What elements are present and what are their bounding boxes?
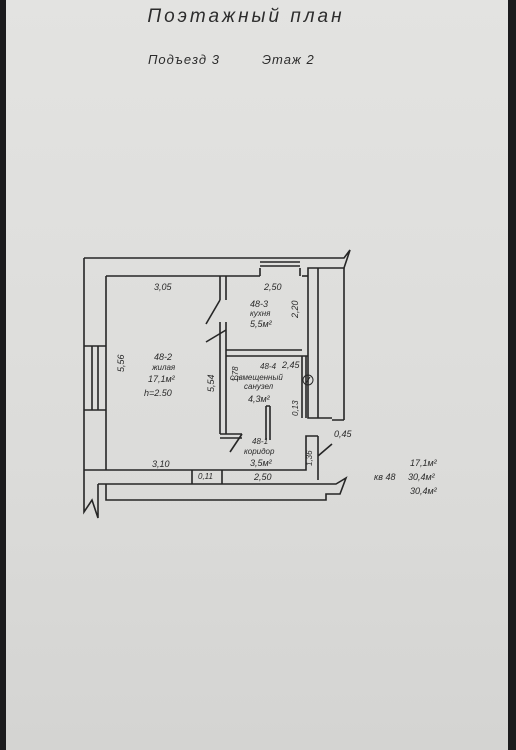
- dim-wall-gap: 0,11: [198, 472, 213, 481]
- room-corridor-name: коридор: [244, 447, 275, 456]
- dim-living-bottom: 3,10: [152, 459, 170, 469]
- plan-title: Поэтажный план: [147, 6, 345, 27]
- room-bath-id: 48-4: [260, 362, 277, 371]
- plan-sheet: Поэтажный план Подъезд 3 Этаж 2: [6, 0, 508, 750]
- room-corridor-id: 48-1: [252, 437, 268, 446]
- summary-apt-label: кв 48: [374, 472, 395, 482]
- floor-plan: 3,05 2,50 2,20 5,56 5,54 2,45 1,78 0,13 …: [83, 249, 438, 519]
- room-kitchen-id: 48-3: [250, 299, 268, 309]
- floor-label: Этаж 2: [262, 52, 315, 67]
- summary-living-area: 17,1м²: [410, 458, 438, 468]
- entrance-label: Подъезд 3: [148, 52, 220, 67]
- room-living-id: 48-2: [154, 352, 172, 362]
- dim-bath-top: 2,45: [281, 360, 301, 370]
- room-kitchen-area: 5,5м²: [250, 319, 273, 329]
- room-bath-name2: санузел: [244, 382, 274, 391]
- room-living-area: 17,1м²: [148, 374, 176, 384]
- room-bath-name: совмещенный: [230, 373, 283, 382]
- dim-corridor-side: 1,36: [305, 450, 314, 466]
- dim-living-left: 5,56: [116, 354, 126, 372]
- dim-bath-small: 0,13: [291, 400, 300, 416]
- dim-living-right: 5,54: [206, 374, 216, 392]
- room-living-height: h=2.50: [144, 388, 172, 398]
- room-kitchen-name: кухня: [250, 309, 271, 318]
- room-corridor-area: 3,5м²: [250, 458, 273, 468]
- summary-total-area-2: 30,4м²: [410, 486, 438, 496]
- dim-kitchen-side: 2,20: [290, 300, 300, 319]
- dim-bath-left: 1,78: [231, 366, 240, 382]
- drain-icon-mark: [305, 376, 311, 384]
- dim-entry: 0,45: [334, 429, 353, 439]
- dim-corridor-bottom: 2,50: [253, 472, 272, 482]
- dim-living-top: 3,05: [154, 282, 173, 292]
- dim-kitchen-top: 2,50: [263, 282, 282, 292]
- summary-total-area: 30,4м²: [408, 472, 436, 482]
- room-bath-area: 4,3м²: [248, 394, 271, 404]
- room-living-name: жилая: [151, 363, 176, 372]
- drain-icon: [302, 374, 314, 386]
